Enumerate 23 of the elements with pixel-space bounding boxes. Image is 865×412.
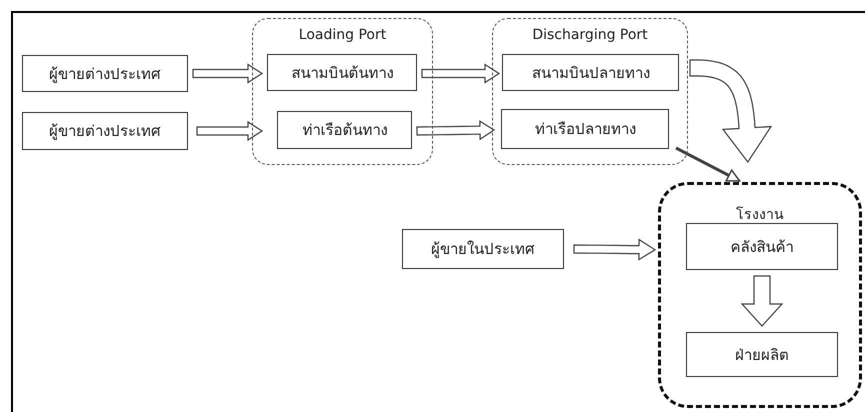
- block-arrow: [192, 63, 264, 84]
- group-frame: [492, 18, 688, 165]
- block-arrow: [416, 120, 496, 140]
- block-arrow: [421, 63, 500, 84]
- process-box: ท่าเรือต้นทาง: [277, 111, 412, 150]
- process-box: ผู้ขายในประเทศ: [402, 229, 564, 269]
- process-box: สนามบินต้นทาง: [267, 54, 418, 92]
- process-box: ฝ่ายผลิต: [686, 332, 838, 377]
- process-box: ผู้ขายต่างประเทศ: [22, 55, 188, 92]
- process-box: ท่าเรือปลายทาง: [501, 109, 670, 150]
- block-arrow: [740, 275, 784, 327]
- process-box: คลังสินค้า: [686, 223, 838, 270]
- arrow: [675, 146, 740, 182]
- block-arrow: [196, 120, 264, 142]
- group-frame: [658, 182, 862, 408]
- process-box: ผู้ขายต่างประเทศ: [22, 112, 188, 150]
- block-arrow: [689, 59, 772, 164]
- block-arrow: [573, 238, 656, 261]
- group-title: โรงงาน: [735, 206, 785, 225]
- group-frame: [252, 18, 433, 165]
- group-title: Discharging Port: [531, 27, 649, 43]
- group-title: Loading Port: [298, 27, 388, 43]
- process-box: สนามบินปลายทาง: [502, 54, 680, 92]
